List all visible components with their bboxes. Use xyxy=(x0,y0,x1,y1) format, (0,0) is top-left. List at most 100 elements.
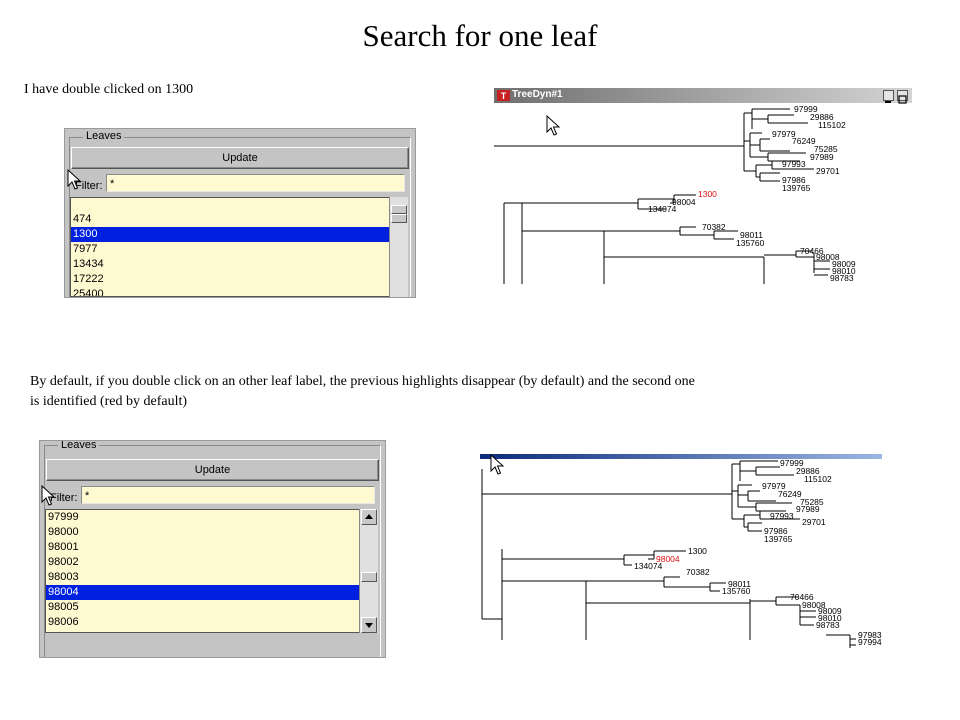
leaf-label[interactable]: 139765 xyxy=(764,534,793,544)
scrollbar-thumb[interactable] xyxy=(361,572,377,582)
window-title: TreeDyn#1 xyxy=(512,89,563,100)
leaves-group-box xyxy=(69,137,411,297)
filter-input[interactable]: * xyxy=(106,174,405,192)
leaf-label[interactable]: 135760 xyxy=(736,238,765,248)
window-titlebar[interactable] xyxy=(494,88,912,103)
tree-labels: 97999 29886 115102 97979 76249 75285 979… xyxy=(634,459,882,647)
leaf-label[interactable]: 29701 xyxy=(816,166,840,176)
mouse-cursor-icon xyxy=(67,169,82,190)
leaf-label[interactable]: 115102 xyxy=(804,474,832,484)
leaf-label[interactable]: 75285 xyxy=(800,497,824,507)
window-titlebar[interactable] xyxy=(480,454,882,459)
leaf-label[interactable]: 29886 xyxy=(796,466,820,476)
vertical-scrollbar[interactable] xyxy=(359,509,378,633)
app-icon-letter: T xyxy=(501,91,507,101)
list-item-selected[interactable]: 1300 xyxy=(71,227,389,242)
leaf-label[interactable]: 97993 xyxy=(782,159,806,169)
leaf-label[interactable]: 98783 xyxy=(816,620,840,630)
leaf-label-highlighted[interactable]: 1300 xyxy=(698,189,717,199)
update-button[interactable]: Update xyxy=(71,147,409,169)
scroll-up-button[interactable] xyxy=(361,509,377,525)
leaves-panel-1: Leaves Update Filter: * 474 1300 7977 13… xyxy=(64,128,416,298)
leaf-label-highlighted[interactable]: 98004 xyxy=(656,554,680,564)
list-item[interactable]: 98006 xyxy=(48,616,79,628)
leaf-label[interactable]: 29701 xyxy=(802,517,826,527)
list-item[interactable]: 17222 xyxy=(73,273,104,285)
leaf-label[interactable]: 98008 xyxy=(802,600,826,610)
caption-2: By default, if you double click on an ot… xyxy=(30,372,830,412)
leaf-label[interactable]: 97986 xyxy=(764,526,788,536)
caption-1: I have double clicked on 1300 xyxy=(24,82,194,97)
leaf-label[interactable]: 70466 xyxy=(800,246,824,256)
minimize-button[interactable] xyxy=(883,90,894,103)
list-item[interactable]: 474 xyxy=(73,213,92,225)
leaf-label[interactable]: 97994 xyxy=(858,637,882,647)
leaves-group-box xyxy=(44,445,381,657)
leaf-label[interactable]: 97999 xyxy=(780,459,804,468)
caption-2-line-1: By default, if you double click on an ot… xyxy=(30,374,695,389)
leaf-label[interactable]: 98010 xyxy=(832,266,856,276)
leaf-label[interactable]: 1300 xyxy=(688,546,707,556)
leaf-label[interactable]: 98009 xyxy=(832,259,856,269)
list-item[interactable]: 25400 xyxy=(73,288,104,297)
list-item[interactable]: 98000 xyxy=(48,526,79,538)
leaf-label[interactable]: 75285 xyxy=(814,144,838,154)
leaf-label[interactable]: 70466 xyxy=(790,592,814,602)
leaf-label[interactable]: 98783 xyxy=(830,273,854,283)
leaf-label[interactable]: 97983 xyxy=(870,282,894,284)
scrollbar-thumb-lower[interactable] xyxy=(391,214,407,223)
tree-labels: 97999 29886 115102 97979 76249 75285 979… xyxy=(648,104,894,284)
leaf-label[interactable]: 97999 xyxy=(794,104,818,114)
leaf-label[interactable]: 76249 xyxy=(792,136,816,146)
leaf-label[interactable]: 134074 xyxy=(648,204,677,214)
tree-branches xyxy=(481,460,856,648)
list-item[interactable]: 98005 xyxy=(48,601,79,613)
slide-title: Search for one leaf xyxy=(362,18,598,53)
list-item[interactable]: 97999 xyxy=(48,511,79,523)
leaf-label[interactable]: 97993 xyxy=(770,511,794,521)
leaf-label[interactable]: 139765 xyxy=(782,183,811,193)
list-item[interactable]: 98001 xyxy=(48,541,79,553)
leaf-label[interactable]: 97986 xyxy=(782,175,806,185)
maximize-button[interactable] xyxy=(897,90,908,104)
arrow-down-icon xyxy=(365,623,373,628)
update-button[interactable]: Update xyxy=(46,459,379,481)
leaf-label[interactable]: 115102 xyxy=(818,120,846,130)
leaf-label[interactable]: 98004 xyxy=(672,197,696,207)
leaves-list[interactable]: 97999 98000 98001 98002 98003 98004 9800… xyxy=(45,509,359,633)
leaf-label[interactable]: 97983 xyxy=(858,630,882,640)
treedyn-app-icon: T xyxy=(497,90,510,101)
scroll-down-button[interactable] xyxy=(361,617,377,633)
leaf-label[interactable]: 98010 xyxy=(818,613,842,623)
treedyn-window-2: 97999 29886 115102 97979 76249 75285 979… xyxy=(480,454,882,648)
scrollbar-thumb[interactable] xyxy=(391,205,407,214)
vertical-scrollbar[interactable] xyxy=(389,197,408,297)
leaf-label[interactable]: 97979 xyxy=(772,129,796,139)
leaf-label[interactable]: 76249 xyxy=(778,489,802,499)
treedyn-window-1: T TreeDyn#1 97999 29886 115102 97979 762 xyxy=(494,88,912,284)
leaf-label[interactable]: 98011 xyxy=(728,579,751,589)
tree-canvas-2: 97999 29886 115102 97979 76249 75285 979… xyxy=(481,459,882,648)
leaf-label[interactable]: 97989 xyxy=(810,152,834,162)
list-item[interactable]: 98003 xyxy=(48,571,79,583)
leaf-label[interactable]: 98009 xyxy=(818,606,842,616)
filter-input[interactable]: * xyxy=(81,486,375,504)
leaf-label[interactable]: 135760 xyxy=(722,586,751,596)
leaves-list[interactable]: 474 1300 7977 13434 17222 25400 xyxy=(70,197,389,297)
leaf-label[interactable]: 70382 xyxy=(702,222,726,232)
leaves-group-label: Leaves xyxy=(58,441,100,451)
leaf-label[interactable]: 134074 xyxy=(634,561,663,571)
leaf-label[interactable]: 70382 xyxy=(686,567,710,577)
list-item-selected[interactable]: 98004 xyxy=(46,585,359,600)
list-item[interactable]: 7977 xyxy=(73,243,98,255)
leaf-label[interactable]: 29886 xyxy=(810,112,834,122)
list-item[interactable]: 13434 xyxy=(73,258,104,270)
leaf-label[interactable]: 97979 xyxy=(762,481,786,491)
mouse-cursor-icon xyxy=(546,115,561,136)
mouse-cursor-icon xyxy=(490,454,505,475)
leaf-label[interactable]: 98008 xyxy=(816,252,840,262)
tree-canvas-1: 97999 29886 115102 97979 76249 75285 979… xyxy=(494,104,894,284)
leaf-label[interactable]: 97989 xyxy=(796,504,820,514)
leaf-label[interactable]: 98011 xyxy=(740,230,763,240)
list-item[interactable]: 98002 xyxy=(48,556,79,568)
